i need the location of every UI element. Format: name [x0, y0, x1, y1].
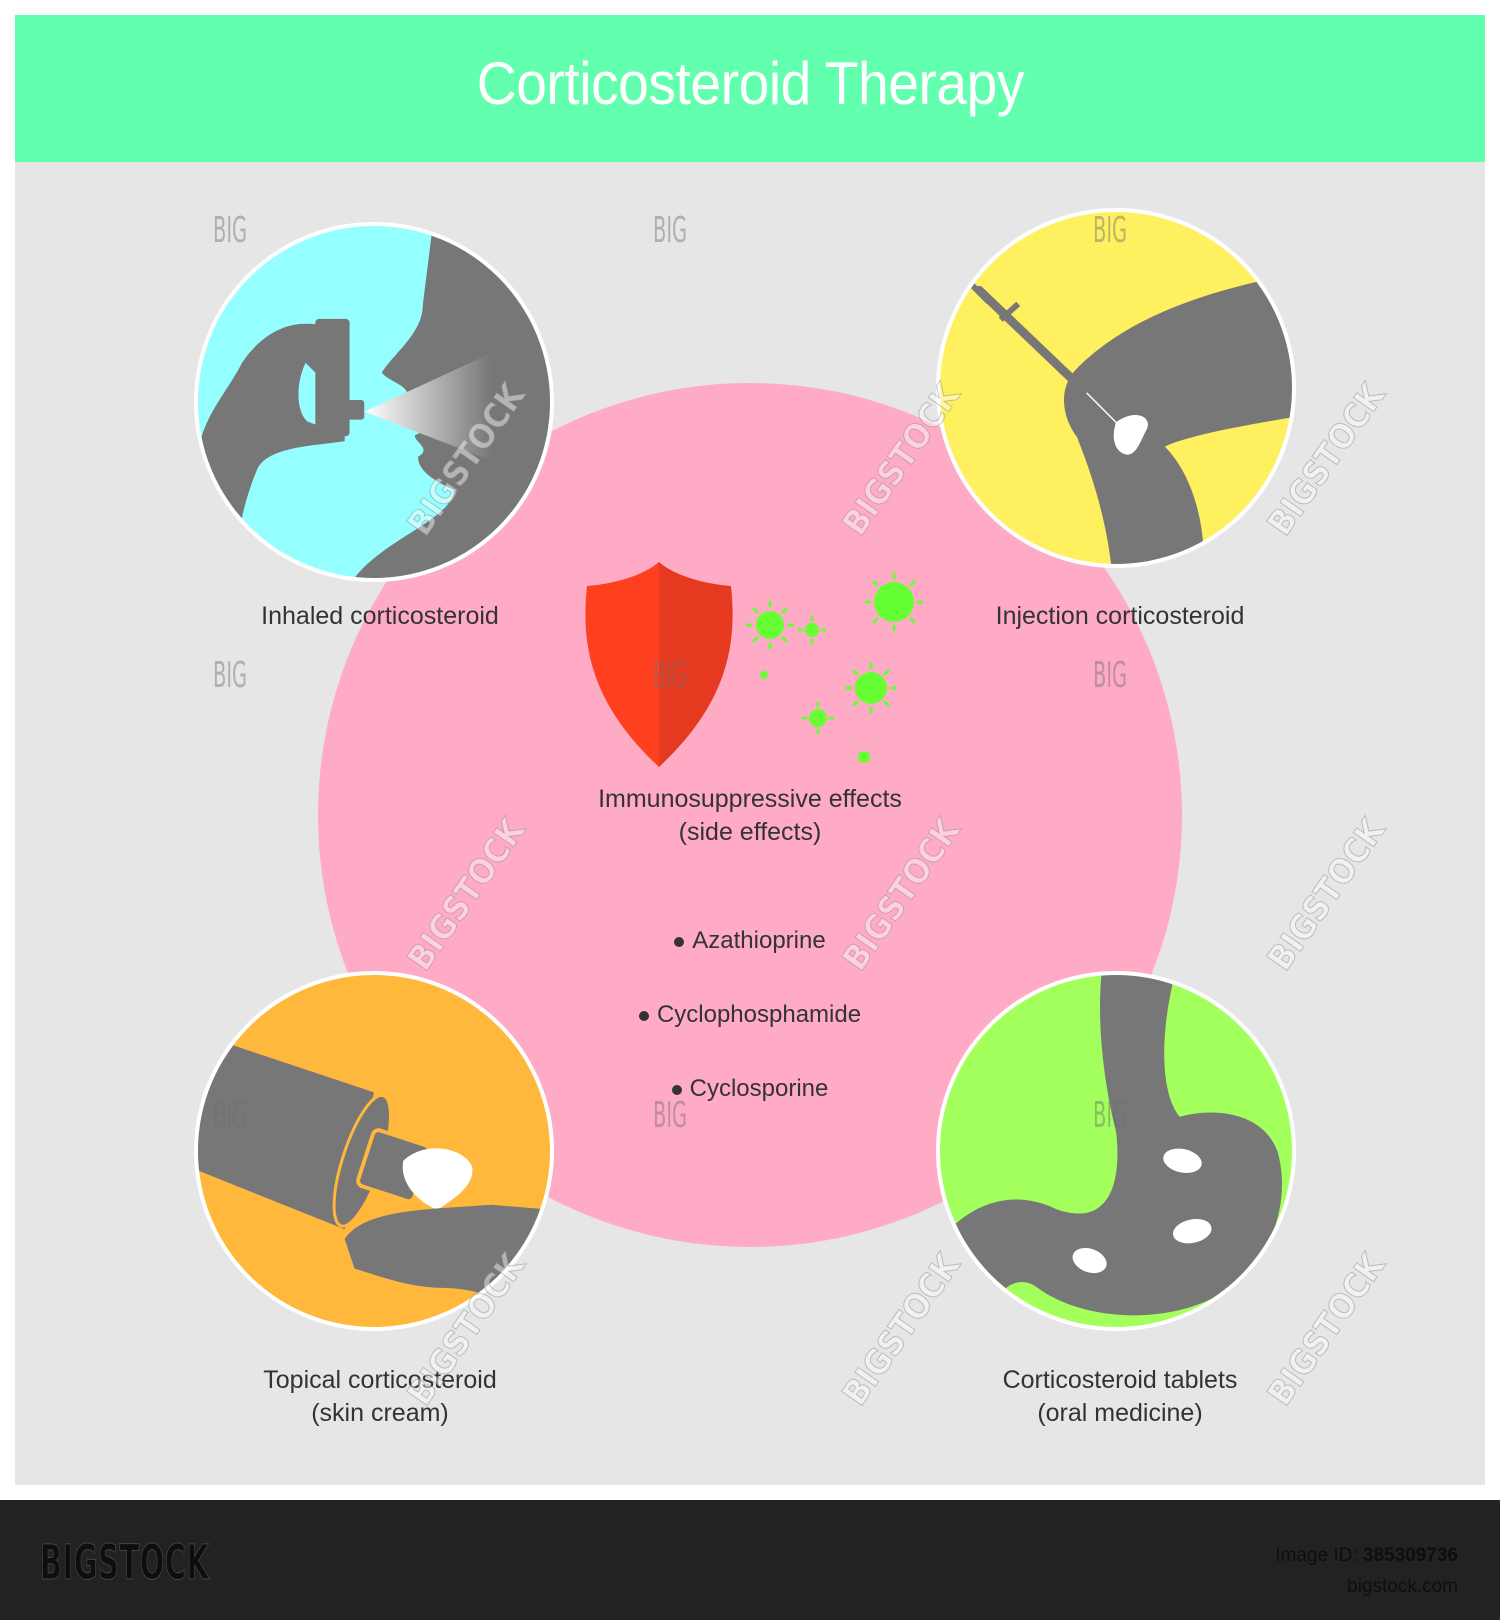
- inhaler-icon: [198, 226, 550, 578]
- shield-icon: [585, 562, 733, 767]
- bullet-icon: [671, 1084, 682, 1095]
- cream-tube-icon: [198, 1033, 550, 1309]
- tablets-circle: [936, 971, 1296, 1331]
- injection-label: Injection corticosteroid: [920, 600, 1320, 633]
- label-line-2: (skin cream): [311, 1399, 449, 1427]
- drug-label: Cyclosporine: [689, 1075, 829, 1102]
- heading-line-1: Immunosuppressive effects: [598, 785, 902, 813]
- label-line-1: Injection corticosteroid: [995, 602, 1245, 630]
- drug-label: Azathioprine: [692, 927, 826, 954]
- drug-label: Cyclophosphamide: [656, 1001, 862, 1028]
- topical-label: Topical corticosteroid (skin cream): [180, 1364, 580, 1430]
- bullet-icon: [674, 936, 685, 947]
- label-line-2: (oral medicine): [1037, 1399, 1203, 1427]
- inhaled-label: Inhaled corticosteroid: [180, 600, 580, 633]
- label-line-1: Inhaled corticosteroid: [261, 602, 499, 630]
- drug-item: Cyclophosphamide: [500, 1001, 1000, 1029]
- image-meta: Image ID: 385309736 bigstock.com: [1275, 1540, 1458, 1602]
- site-link[interactable]: bigstock.com: [1347, 1576, 1458, 1597]
- virus-icon: [745, 572, 924, 763]
- title-banner: Corticosteroid Therapy: [15, 15, 1485, 162]
- tablets-label: Corticosteroid tablets (oral medicine): [920, 1364, 1320, 1430]
- drug-item: Cyclosporine: [500, 1075, 1000, 1103]
- image-id-value: 385309736: [1362, 1545, 1458, 1566]
- topical-circle: [194, 971, 554, 1331]
- footer-bar: BIGSTOCK Image ID: 385309736 bigstock.co…: [0, 1500, 1500, 1620]
- heading-line-2: (side effects): [678, 818, 822, 846]
- bullet-icon: [638, 1010, 649, 1021]
- label-line-1: Topical corticosteroid: [263, 1366, 497, 1394]
- drug-item: Azathioprine: [500, 927, 1000, 955]
- bigstock-logo: BIGSTOCK: [40, 1535, 210, 1592]
- image-id-label: Image ID:: [1275, 1545, 1358, 1566]
- injection-circle: [936, 208, 1296, 568]
- image-id-line: Image ID: 385309736: [1275, 1540, 1458, 1571]
- stomach-tablets-icon: [949, 975, 1283, 1316]
- inhaled-circle: [194, 222, 554, 582]
- immunosuppressive-heading: Immunosuppressive effects (side effects): [500, 783, 1000, 849]
- label-line-1: Corticosteroid tablets: [1002, 1366, 1238, 1394]
- page-title: Corticosteroid Therapy: [476, 50, 1024, 117]
- syringe-knee-icon: [967, 270, 1292, 564]
